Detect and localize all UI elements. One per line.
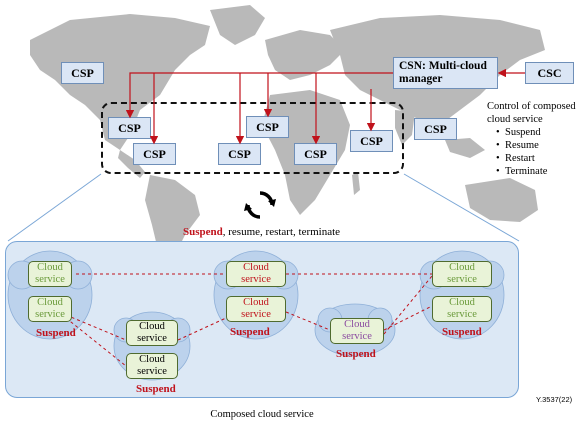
cloud-service-node: Cloud service <box>28 261 72 287</box>
cloud-service-node: Cloud service <box>126 320 178 346</box>
selection-region <box>101 102 404 174</box>
csp-box: CSP <box>414 118 457 140</box>
suspend-label: Suspend <box>230 326 270 338</box>
control-item-terminate: Terminate <box>495 165 587 178</box>
control-item-restart: Restart <box>495 152 587 165</box>
csn-box: CSN: Multi-cloud manager <box>393 57 498 89</box>
suspend-label: Suspend <box>442 326 482 338</box>
cycle-rest-label: , resume, restart, terminate <box>222 226 341 238</box>
csc-box: CSC <box>525 62 574 84</box>
control-list: Control of composed cloud service Suspen… <box>487 100 587 178</box>
cloud-service-node: Cloud service <box>330 318 384 344</box>
figure-caption: Composed cloud service <box>210 409 314 420</box>
csp-box: CSP <box>61 62 104 84</box>
control-item-resume: Resume <box>495 139 587 152</box>
figure-ref: Y.3537(22) <box>536 395 573 404</box>
csp-box: CSP <box>350 130 393 152</box>
csp-box: CSP <box>108 117 151 139</box>
cloud-service-node: Cloud service <box>126 353 178 379</box>
cloud-service-node: Cloud service <box>226 261 286 287</box>
csp-box: CSP <box>294 143 337 165</box>
cloud-service-node: Cloud service <box>226 296 286 322</box>
control-item-suspend: Suspend <box>495 126 587 139</box>
control-title: Control of composed cloud service <box>487 101 576 125</box>
refresh-cycle-icon <box>244 191 276 219</box>
cycle-caption: Suspend, resume, restart, terminate <box>183 226 340 238</box>
cloud-service-node: Cloud service <box>432 296 492 322</box>
cycle-suspend-label: Suspend <box>183 226 223 238</box>
suspend-label: Suspend <box>36 327 76 339</box>
cloud-service-node: Cloud service <box>28 296 72 322</box>
suspend-label: Suspend <box>136 383 176 395</box>
suspend-label: Suspend <box>336 348 376 360</box>
cloud-service-node: Cloud service <box>432 261 492 287</box>
